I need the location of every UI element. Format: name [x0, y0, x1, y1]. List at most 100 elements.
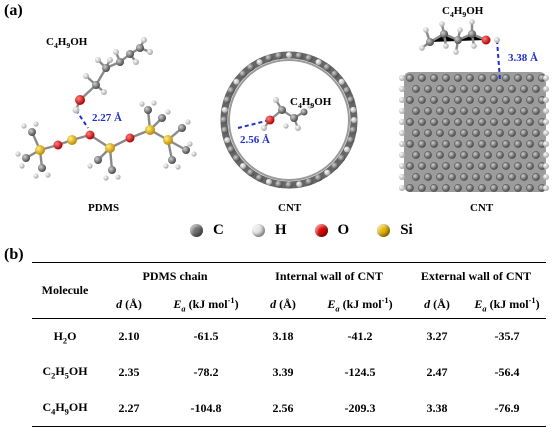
value-cell: -35.7 — [494, 329, 520, 344]
cnt-edge-atom — [399, 97, 405, 103]
cnt-atom — [484, 151, 492, 159]
cnt-atom — [442, 162, 450, 170]
cnt-atom — [350, 106, 357, 113]
cnt-edge-atom — [399, 86, 405, 92]
cnt-atom — [442, 140, 450, 148]
value-cell: -209.3 — [344, 400, 376, 415]
cnt-atom — [418, 118, 426, 126]
cnt-atom — [478, 140, 486, 148]
cnt-atom — [520, 129, 528, 137]
cnt-atom — [436, 107, 444, 115]
cnt-atom — [430, 96, 438, 104]
cnt-edge-atom — [399, 141, 405, 147]
cnt-atom — [520, 173, 528, 181]
cnt-atom — [418, 140, 426, 148]
cnt-edge-atom — [543, 86, 549, 92]
cnt-atom — [347, 96, 355, 104]
cnt-atom — [256, 59, 263, 66]
cnt-atom — [418, 184, 426, 192]
cnt-atom — [454, 140, 462, 148]
cnt-atom — [406, 96, 414, 104]
cnt-internal-structure — [220, 51, 358, 189]
cnt-atom — [442, 96, 450, 104]
cnt-atom — [502, 140, 510, 148]
cnt-edge-atom — [543, 174, 549, 180]
e-header: Ea (kJ mol-1) — [173, 295, 239, 313]
group-header-pdms: PDMS chain — [142, 269, 208, 284]
adsorption-energy-table: Molecule PDMS chain Internal wall of CNT… — [32, 262, 546, 427]
cnt-atom — [337, 154, 346, 162]
cnt-atom — [460, 151, 468, 159]
cnt-atom — [454, 184, 462, 192]
cnt-atom — [436, 151, 444, 159]
cnt-atom — [406, 140, 414, 148]
cnt-atom — [305, 178, 313, 186]
cnt-atom — [255, 174, 264, 182]
value-cell: -56.4 — [494, 365, 520, 379]
cnt-external-structure — [399, 19, 549, 192]
cnt-atom — [496, 85, 504, 93]
cnt-atom — [406, 162, 414, 170]
value-cell: 3.27 — [426, 329, 448, 344]
value-cell: -124.5 — [344, 365, 376, 379]
molecular-structures-figure — [15, 19, 549, 192]
hydrogen-atom-icon — [251, 223, 265, 237]
cnt-atom — [454, 74, 462, 82]
cnt-atom — [514, 74, 522, 82]
cnt-atom — [526, 96, 534, 104]
cnt-atom — [484, 107, 492, 115]
cnt-internal-molecule-label: C4H9OH — [290, 96, 332, 111]
value-cell: 2.27 — [118, 400, 140, 415]
cnt-atom — [496, 107, 504, 115]
cnt-atom — [514, 140, 522, 148]
cnt-atom — [406, 184, 414, 192]
molecule-header: Molecule — [32, 262, 98, 319]
cnt-atom — [466, 184, 474, 192]
cnt-atom — [239, 70, 247, 78]
cnt-atom — [496, 129, 504, 137]
cnt-atom — [502, 162, 510, 170]
cnt-edge-atom — [399, 185, 405, 191]
cnt-atom — [412, 107, 420, 115]
cnt-atom — [466, 118, 474, 126]
cnt-atom — [331, 162, 339, 170]
value-cell: -78.2 — [193, 365, 219, 379]
cnt-atom — [472, 85, 480, 93]
legend-label-h: H — [274, 221, 287, 238]
value-cell: 2.47 — [426, 365, 448, 379]
cnt-atom — [418, 96, 426, 104]
cnt-atom — [448, 151, 456, 159]
oxygen-atom-icon — [314, 223, 328, 237]
cnt-atom — [526, 184, 534, 192]
cnt-edge-atom — [543, 97, 549, 103]
cnt-atom — [526, 140, 534, 148]
cnt-atom — [338, 78, 345, 85]
molecule-cell: C4H9OH — [42, 400, 88, 417]
cnt-atom — [227, 145, 235, 154]
cnt-atom — [508, 151, 516, 159]
value-cell: 3.39 — [272, 365, 294, 379]
cnt-atom — [221, 126, 229, 134]
cnt-atom — [442, 184, 450, 192]
cnt-atom — [472, 129, 480, 137]
carbon-atom-icon — [190, 223, 203, 237]
cnt-atom — [349, 126, 357, 134]
cnt-atom — [508, 129, 516, 137]
cnt-atom — [232, 154, 241, 162]
value-cell: -61.5 — [193, 329, 219, 344]
legend-label-c: C — [213, 221, 224, 238]
cnt-atom — [233, 78, 240, 85]
cnt-atom — [490, 184, 498, 192]
cnt-atom — [418, 74, 426, 82]
legend-label-si: Si — [400, 221, 413, 238]
cnt-atom — [514, 96, 522, 104]
cnt-atom — [424, 173, 432, 181]
cnt-atom — [296, 181, 303, 188]
cnt-atom — [490, 74, 498, 82]
group-header-internal: Internal wall of CNT — [275, 269, 383, 284]
cnt-atom — [532, 151, 540, 159]
cnt-atom — [448, 129, 456, 137]
value-cell: 2.35 — [118, 365, 140, 379]
cnt-atom — [224, 137, 231, 144]
cnt-edge-atom — [543, 152, 549, 158]
